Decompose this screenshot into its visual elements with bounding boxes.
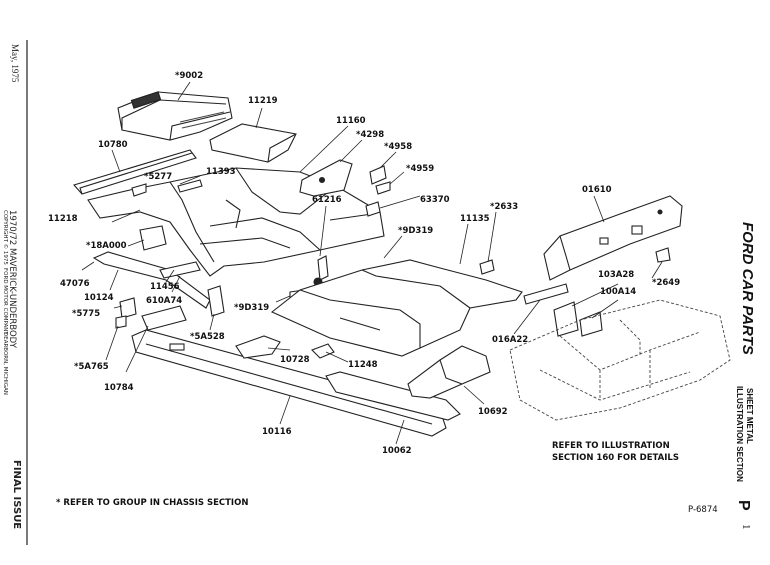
reference-body-outline (509, 299, 731, 421)
issue-date: May, 1975 (10, 44, 20, 83)
strip-10780 (73, 149, 197, 195)
refer-note-line-2: SECTION 160 FOR DETAILS (552, 453, 679, 463)
callout-label: *2633 (490, 202, 519, 212)
callout-label: *9D319 (398, 226, 434, 236)
callout-label: 10728 (280, 355, 310, 365)
callout-label: *4298 (356, 130, 385, 140)
callout-label: *18A000 (86, 241, 127, 251)
reinforcement-10692 (407, 345, 491, 399)
rail-10124 (92, 225, 211, 309)
small-brackets (131, 165, 391, 217)
callout-label: *4959 (406, 164, 435, 174)
bracket-5A528 (207, 285, 225, 317)
bracket-10784 (141, 305, 187, 331)
callout-label: 10780 (98, 140, 128, 150)
callout-label: *5775 (72, 309, 101, 319)
callout-label: 11218 (48, 214, 78, 224)
callout-label: 11160 (336, 116, 366, 126)
rocker-inner-10062 (325, 371, 461, 421)
callout-label: 01610 (582, 185, 612, 195)
callout-label: 11135 (460, 214, 490, 224)
plate-number: P-6874 (688, 505, 718, 515)
brand-title: FORD CAR PARTS (739, 222, 756, 355)
fuel-tank-part (117, 91, 233, 141)
section-title-line-1: SHEET METAL (745, 388, 754, 444)
callout-label: 61216 (312, 195, 342, 205)
bracket-4298 (299, 159, 353, 197)
callout-label: 47076 (60, 279, 90, 289)
callout-label: *5277 (144, 172, 173, 182)
callout-label: 103A28 (598, 270, 635, 280)
copyright: COPYRIGHT © 1975 (2, 210, 8, 265)
callout-label: 11456 (150, 282, 180, 292)
callout-label: 016A22 (492, 335, 529, 345)
callout-label: 11393 (206, 167, 236, 177)
callout-label: *2649 (652, 278, 681, 288)
callout-leader-lines (81, 81, 663, 445)
callout-label: 10692 (478, 407, 508, 417)
callout-label: 610A74 (146, 296, 183, 306)
callout-label: 10116 (262, 427, 292, 437)
refer-note-line-1: REFER TO ILLUSTRATION (552, 441, 670, 451)
part-61216 (313, 255, 329, 287)
callout-label: 100A14 (600, 287, 637, 297)
section-title-line-2: ILLUSTRATION SECTION (735, 386, 744, 482)
callout-label: 11248 (348, 360, 378, 370)
section-letter: P (735, 500, 752, 511)
page-number: 1 (740, 524, 752, 530)
company-name: FORD MOTOR COMPANY (2, 268, 8, 335)
callout-label: *4958 (384, 142, 413, 152)
callout-label: *5A528 (190, 332, 225, 342)
callout-label: 11219 (248, 96, 278, 106)
callout-label: 10062 (382, 446, 412, 456)
rear-floor-pan-11135 (270, 259, 523, 357)
company-location: DEARBORN, MICHIGAN (2, 332, 8, 395)
callout-label: *9D319 (234, 303, 270, 313)
callout-label: *9002 (175, 71, 204, 81)
callout-label: 63370 (420, 195, 450, 205)
callout-label: *5A765 (74, 362, 109, 372)
brackets-016A22-103A28-100A14 (523, 283, 603, 337)
callout-label: 10124 (84, 293, 114, 303)
callout-label: 10784 (104, 383, 134, 393)
model-title: 1970/72 MAVERICK-UNDERBODY (7, 210, 17, 348)
back-panel-01610 (543, 195, 683, 281)
panel-11219 (209, 123, 297, 163)
footnote: * REFER TO GROUP IN CHASSIS SECTION (56, 498, 249, 508)
bracket-5775 (115, 297, 137, 329)
final-issue: FINAL ISSUE (11, 460, 22, 530)
